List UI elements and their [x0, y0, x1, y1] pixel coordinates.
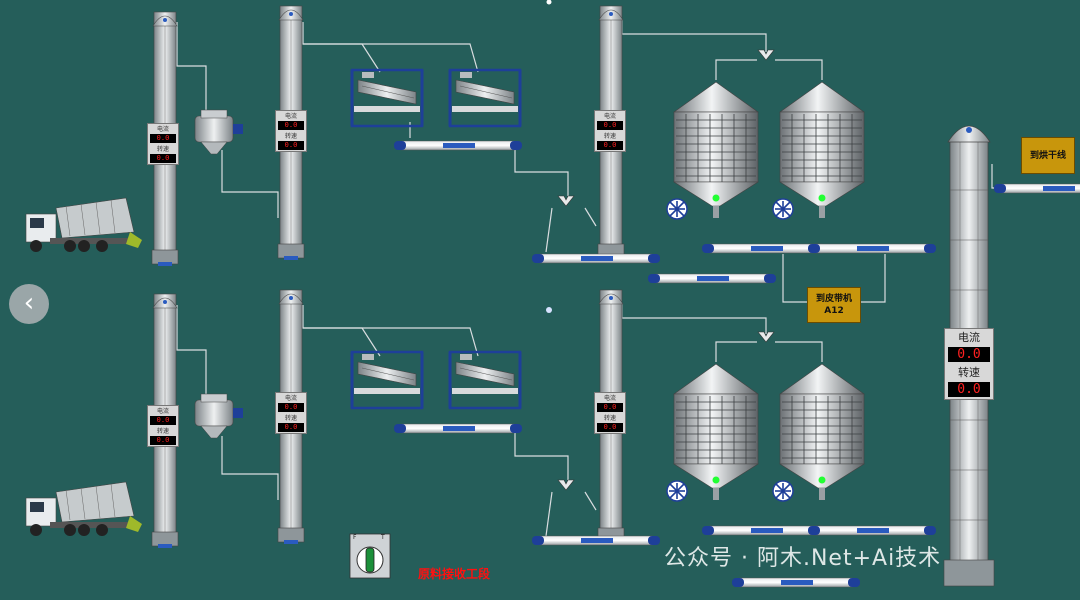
current-value: 0.0: [278, 121, 304, 130]
speed-value: 0.0: [278, 423, 304, 432]
belt-machine-label[interactable]: 到皮带机 A12: [807, 287, 861, 323]
belt-conveyor-5[interactable]: [807, 243, 937, 254]
current-label: 电流: [284, 395, 297, 402]
current-label: 电流: [958, 331, 980, 344]
meter-main-elevator: 电流 0.0 转速 0.0: [944, 328, 994, 400]
current-value: 0.0: [278, 403, 304, 412]
status-dot-top: [546, 0, 552, 5]
silo-2[interactable]: [779, 81, 865, 219]
speed-value: 0.0: [150, 154, 176, 163]
switch-label-right: T: [381, 534, 385, 541]
diverter-3[interactable]: [557, 479, 575, 491]
belt-conveyor-dryer[interactable]: [993, 183, 1080, 194]
belt-conveyor-10[interactable]: [731, 577, 861, 588]
speed-label: 转速: [603, 133, 616, 140]
belt-conveyor-3[interactable]: [647, 273, 777, 284]
belt-conveyor-6[interactable]: [393, 423, 523, 434]
back-button[interactable]: ‹: [9, 284, 49, 324]
vibrating-screen-2[interactable]: [448, 68, 522, 128]
current-label: 电流: [284, 113, 297, 120]
speed-label: 转速: [958, 366, 980, 379]
current-value: 0.0: [150, 134, 176, 143]
fan-icon-3[interactable]: [666, 480, 688, 502]
speed-label: 转速: [284, 415, 297, 422]
dryer-line-text: 到烘干线: [1029, 150, 1066, 161]
speed-label: 转速: [603, 415, 616, 422]
speed-label: 转速: [156, 146, 169, 153]
belt-machine-text: 到皮带机: [815, 294, 852, 304]
dump-truck-upper: [25, 197, 143, 253]
section-title: 原料接收工段: [418, 567, 491, 581]
current-value: 0.0: [597, 121, 623, 130]
current-label: 电流: [603, 395, 616, 402]
feeder-lower[interactable]: [194, 393, 244, 439]
selector-switch[interactable]: [349, 533, 391, 579]
silo-3[interactable]: [673, 363, 759, 501]
diverter-1[interactable]: [557, 195, 575, 207]
vibrating-screen-1[interactable]: [350, 68, 424, 128]
belt-conveyor-1[interactable]: [393, 140, 523, 151]
speed-value: 0.0: [150, 436, 176, 445]
current-label: 电流: [156, 126, 169, 133]
fan-icon-4[interactable]: [772, 480, 794, 502]
current-label: 电流: [156, 408, 169, 415]
speed-value: 0.0: [597, 423, 623, 432]
vibrating-screen-3[interactable]: [350, 350, 424, 410]
watermark: 公众号 · 阿木.Net+Ai技术: [664, 546, 942, 571]
current-value: 0.0: [597, 403, 623, 412]
fan-icon-1[interactable]: [666, 198, 688, 220]
silo-1[interactable]: [673, 81, 759, 219]
speed-label: 转速: [284, 133, 297, 140]
speed-label: 转速: [156, 428, 169, 435]
chevron-left-icon: ‹: [23, 288, 35, 318]
dump-truck-lower: [25, 481, 143, 537]
speed-value: 0.0: [278, 141, 304, 150]
vibrating-screen-4[interactable]: [448, 350, 522, 410]
silo-4[interactable]: [779, 363, 865, 501]
current-value: 0.0: [948, 347, 990, 362]
speed-value: 0.0: [948, 382, 990, 397]
belt-conveyor-2[interactable]: [531, 253, 661, 264]
switch-label-left: F: [353, 534, 357, 541]
feeder-upper[interactable]: [194, 109, 244, 155]
belt-conveyor-7[interactable]: [531, 535, 661, 546]
current-label: 电流: [603, 113, 616, 120]
fan-icon-2[interactable]: [772, 198, 794, 220]
speed-value: 0.0: [597, 141, 623, 150]
status-dot: [546, 307, 552, 313]
current-value: 0.0: [150, 416, 176, 425]
dryer-line-label[interactable]: 到烘干线: [1021, 137, 1075, 174]
belt-conveyor-9[interactable]: [807, 525, 937, 536]
belt-machine-code: A12: [824, 306, 844, 316]
